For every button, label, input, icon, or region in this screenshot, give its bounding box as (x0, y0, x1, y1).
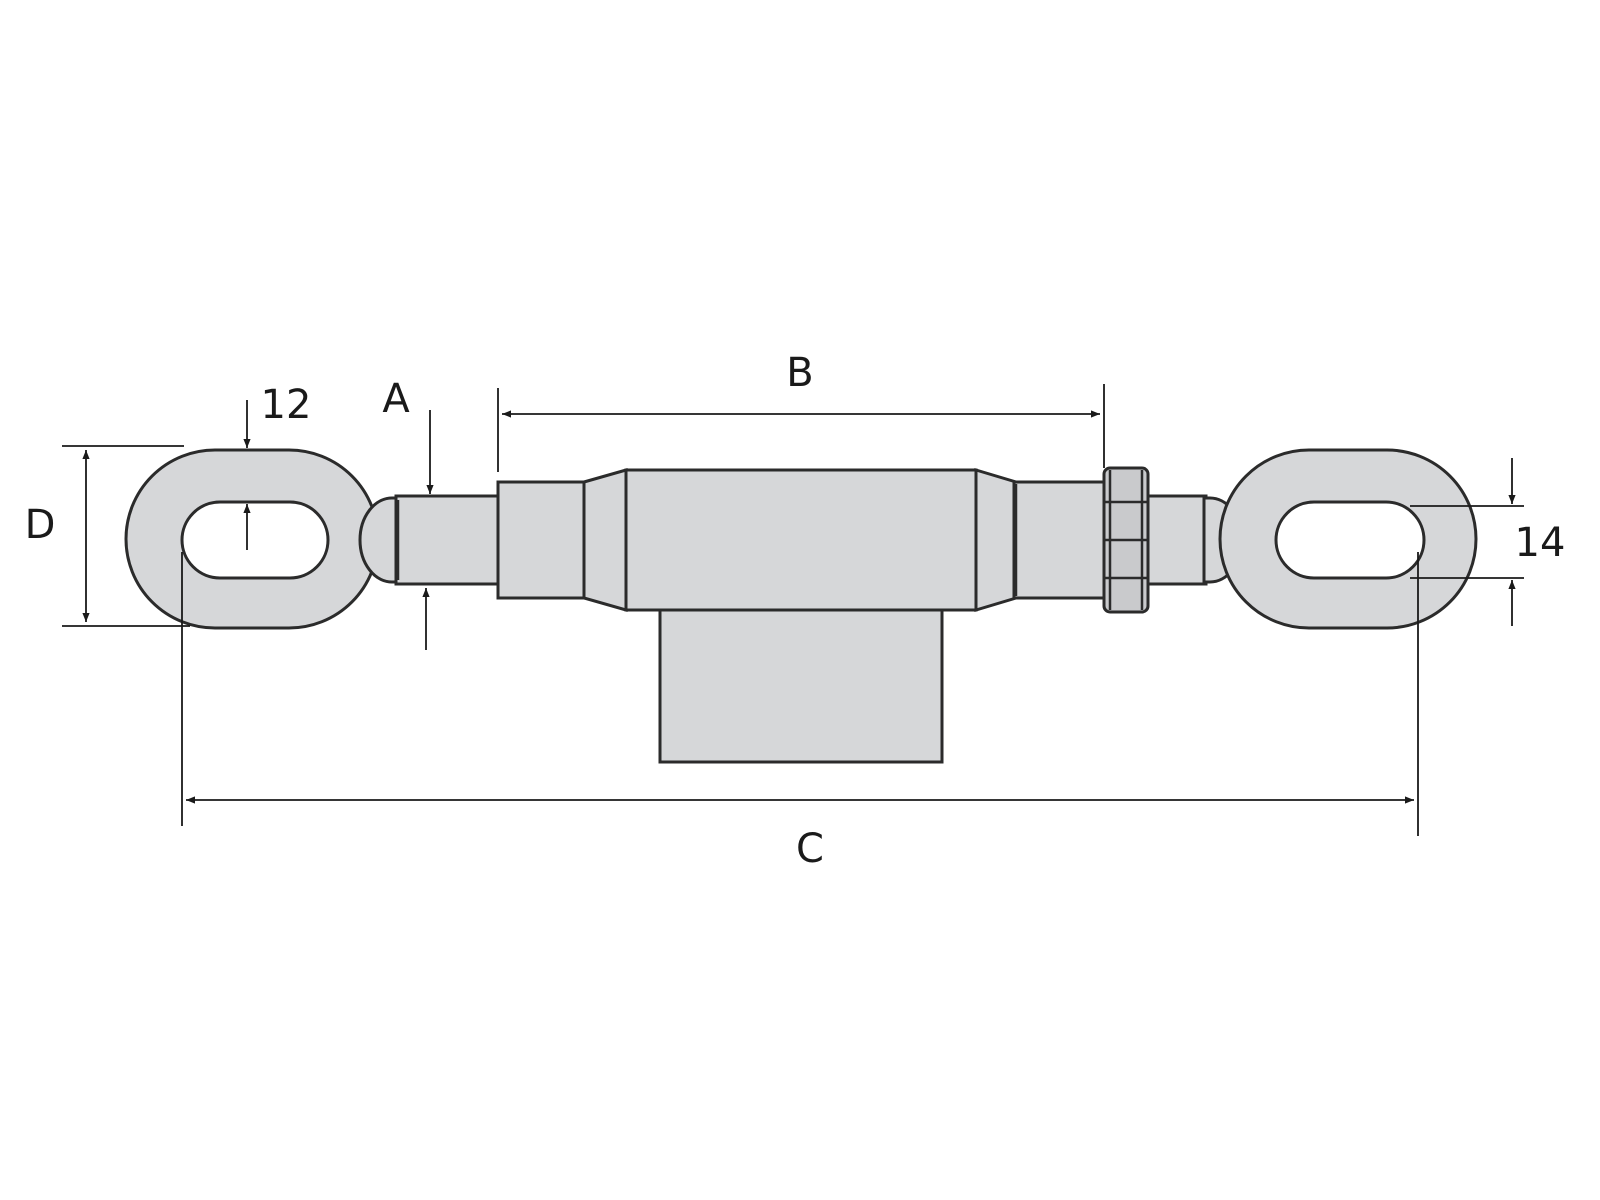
dimension-b-label: B (786, 350, 813, 396)
left-threaded-rod (394, 494, 502, 586)
dimension-b: B (497, 350, 1105, 472)
dimension-a-label: A (382, 376, 410, 422)
dimension-c: C (181, 552, 1419, 872)
dimension-14-label: 14 (1515, 520, 1566, 566)
right-eye (1218, 448, 1478, 630)
turnbuckle-body (624, 468, 978, 612)
right-threaded-rod (1138, 494, 1208, 586)
dimension-14: 14 (1410, 458, 1565, 626)
dimension-a: A (382, 376, 434, 650)
dimension-d-label: D (25, 502, 56, 548)
right-sleeve (1012, 480, 1108, 600)
dimension-12: 12 (243, 382, 312, 550)
left-eye (124, 448, 380, 630)
mounting-plate (658, 600, 944, 764)
dimension-c-label: C (796, 826, 824, 872)
turnbuckle-part (124, 448, 1478, 764)
lock-nut (1102, 466, 1150, 614)
left-ball-joint (358, 496, 402, 584)
left-taper (582, 468, 628, 612)
dimension-d: D (25, 445, 190, 627)
right-taper (974, 467, 1018, 613)
dimension-12-label: 12 (261, 382, 312, 428)
